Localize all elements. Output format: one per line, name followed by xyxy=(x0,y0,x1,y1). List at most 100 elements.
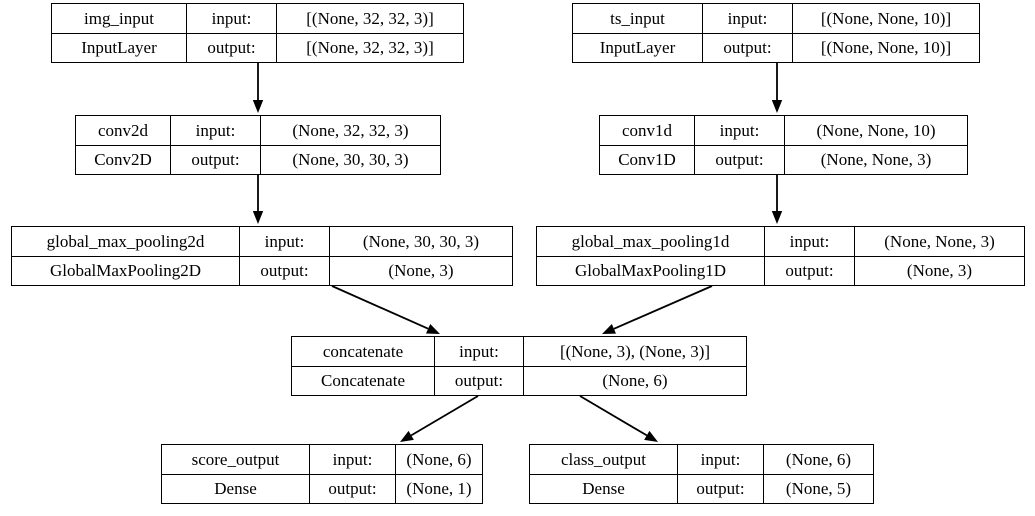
edge-ts_input-to-conv1d xyxy=(771,63,783,113)
output-label: output: xyxy=(310,474,396,503)
node-class: Conv2D xyxy=(76,145,171,174)
node-class: InputLayer xyxy=(52,33,187,62)
edge-concatenate-to-score_output xyxy=(400,395,479,442)
output-shape: (None, 6) xyxy=(602,371,668,391)
edge-concatenate-to-class_output xyxy=(579,395,658,442)
output-label: output: xyxy=(765,256,855,285)
output-shape: (None, 5) xyxy=(785,479,852,499)
input-label: input: xyxy=(703,4,793,33)
output-shape: (None, 3) xyxy=(388,261,454,281)
node-class: InputLayer xyxy=(573,33,703,62)
input-label: input: xyxy=(765,227,855,256)
node-name: conv1d xyxy=(600,116,695,145)
node-name: img_input xyxy=(52,4,187,33)
output-shape: (None, 30, 30, 3) xyxy=(292,150,409,170)
node-name: global_max_pooling1d xyxy=(537,227,765,256)
edge-global_max_pooling2d-to-concatenate xyxy=(331,285,440,334)
output-label: output: xyxy=(435,366,524,395)
node-name: global_max_pooling2d xyxy=(12,227,240,256)
node-name: class_output xyxy=(530,445,678,474)
edge-conv2d-to-global_max_pooling2d xyxy=(252,175,264,224)
input-label: input: xyxy=(171,116,261,145)
edge-line xyxy=(579,395,648,437)
edge-img_input-to-conv2d xyxy=(252,63,264,113)
arrowhead-icon xyxy=(644,430,658,442)
edge-global_max_pooling1d-to-concatenate xyxy=(602,285,713,334)
node-class: GlobalMaxPooling1D xyxy=(537,256,765,285)
output-shape: [(None, None, 10)] xyxy=(820,38,952,58)
input-label: input: xyxy=(310,445,396,474)
edge-line xyxy=(410,395,479,437)
input-shape: (None, None, 3) xyxy=(884,231,995,251)
input-shape: (None, 32, 32, 3) xyxy=(292,120,409,140)
input-label: input: xyxy=(435,337,524,366)
edge-conv1d-to-global_max_pooling1d xyxy=(771,175,783,224)
node-class: Dense xyxy=(530,474,678,503)
input-shape: (None, 30, 30, 3) xyxy=(362,231,480,251)
output-label: output: xyxy=(187,33,277,62)
output-shape: (None, 3) xyxy=(906,261,973,281)
output-label: output: xyxy=(171,145,261,174)
arrowhead-icon xyxy=(252,100,264,113)
input-label: input: xyxy=(678,445,764,474)
arrowhead-icon xyxy=(771,211,783,224)
arrowhead-icon xyxy=(426,323,440,334)
edge-line xyxy=(613,285,713,330)
arrowhead-icon xyxy=(771,100,783,113)
input-label: input: xyxy=(695,116,785,145)
node-class: Dense xyxy=(162,474,310,503)
input-shape: (None, 6) xyxy=(785,449,852,469)
output-shape: [(None, 32, 32, 3)] xyxy=(306,38,434,58)
node-class: Conv1D xyxy=(600,145,695,174)
input-shape: (None, None, 10) xyxy=(816,120,936,140)
output-label: output: xyxy=(703,33,793,62)
output-label: output: xyxy=(695,145,785,174)
input-shape: (None, 6) xyxy=(406,449,472,469)
node-class: Concatenate xyxy=(292,366,435,395)
input-shape: [(None, 3), (None, 3)] xyxy=(559,341,711,361)
arrowhead-icon xyxy=(252,211,264,224)
node-name: score_output xyxy=(162,445,310,474)
input-shape: [(None, None, 10)] xyxy=(820,8,952,28)
output-shape: (None, 1) xyxy=(406,479,472,499)
arrowhead-icon xyxy=(400,430,414,442)
node-name: ts_input xyxy=(573,4,703,33)
input-shape: [(None, 32, 32, 3)] xyxy=(306,8,434,28)
edge-line xyxy=(331,285,429,330)
input-label: input: xyxy=(240,227,330,256)
output-label: output: xyxy=(678,474,764,503)
output-shape: (None, None, 3) xyxy=(820,150,932,170)
output-label: output: xyxy=(240,256,330,285)
node-name: conv2d xyxy=(76,116,171,145)
arrowhead-icon xyxy=(602,324,616,334)
input-label: input: xyxy=(187,4,277,33)
